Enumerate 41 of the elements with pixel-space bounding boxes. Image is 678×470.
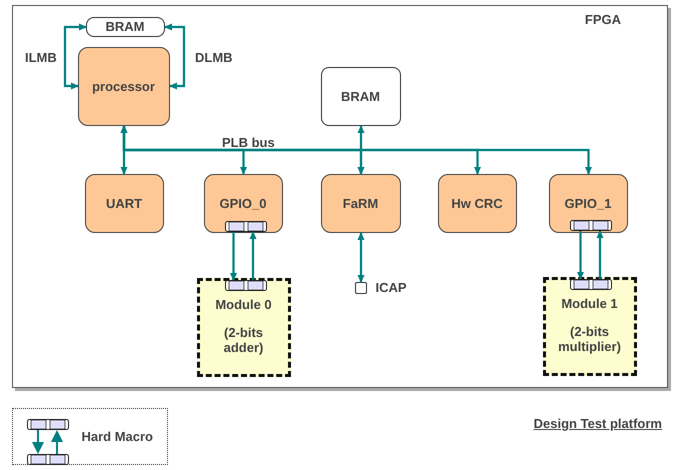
component-block <box>204 174 282 232</box>
component-block <box>320 174 400 232</box>
block-label: Hard Macro <box>81 429 153 444</box>
block-label: BRAM <box>106 19 144 34</box>
block-label: GPIO_1 <box>564 196 612 210</box>
block-label: UART <box>106 196 142 210</box>
edge-label: ILMB <box>24 50 58 65</box>
memory-block <box>320 66 400 126</box>
module-block <box>542 276 636 376</box>
connector-arrow <box>120 125 592 175</box>
chip-label: FPGA <box>584 12 621 27</box>
fpga-boundary <box>12 5 668 388</box>
module-description: (2-bits adder) <box>222 324 264 354</box>
edge-label: DLMB <box>194 50 234 65</box>
caption: Design Test platform <box>532 416 663 431</box>
block-label: FaRM <box>342 196 378 210</box>
block-label: processor <box>92 78 155 94</box>
connector-arrow <box>358 232 364 283</box>
block-label: GPIO_0 <box>220 196 266 210</box>
connector-arrow <box>577 231 584 280</box>
component-block <box>548 174 628 232</box>
component-block <box>438 174 516 232</box>
port-label: ICAP <box>374 280 408 294</box>
connector-arrow <box>358 125 364 175</box>
module-description: (2-bits multiplier) <box>557 324 622 354</box>
block-label: BRAM <box>341 88 380 104</box>
component-block <box>78 46 170 126</box>
connector-arrow <box>596 230 604 279</box>
memory-block <box>86 16 164 36</box>
port-box <box>354 282 366 294</box>
connector-arrow <box>164 24 186 90</box>
component-block <box>84 174 164 232</box>
module-block <box>196 278 290 376</box>
module-name: Module 1 <box>560 296 619 310</box>
connector-arrow <box>230 232 237 281</box>
bus-label: PLB bus <box>221 135 276 150</box>
connector-arrow <box>250 231 256 280</box>
module-name: Module 0 <box>214 296 273 312</box>
legend-box <box>12 408 168 465</box>
block-label: Hw CRC <box>451 196 503 210</box>
connector-arrow <box>64 24 87 90</box>
